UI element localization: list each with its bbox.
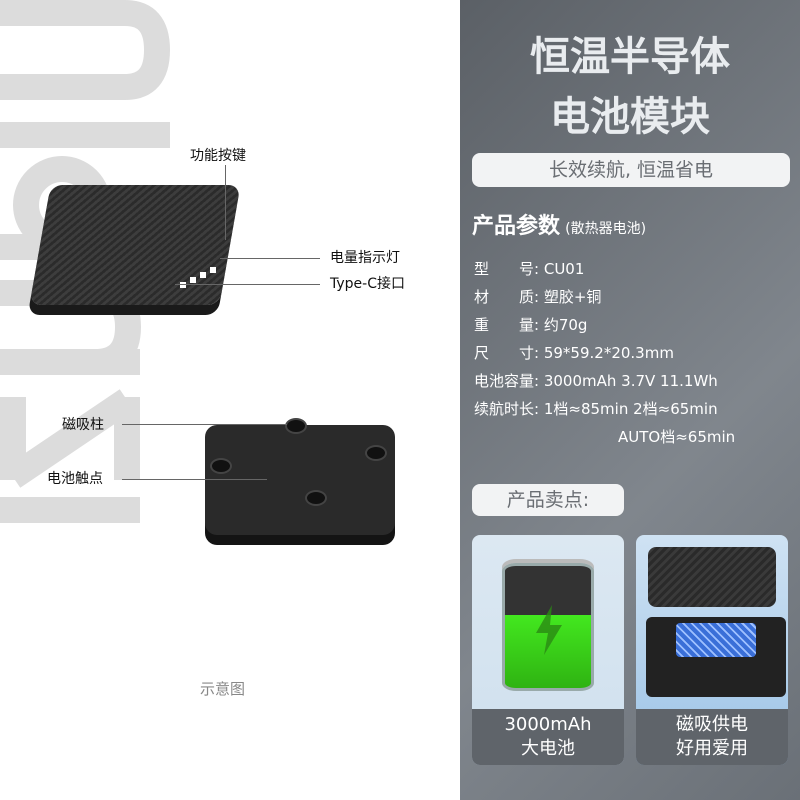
label-function-button: 功能按键 <box>190 148 246 164</box>
spec-value: 1档≈85min 2档≈65min <box>543 400 718 418</box>
caption-line1: 磁吸供电 <box>676 714 748 735</box>
card-caption: 磁吸供电好用爱用 <box>636 709 788 765</box>
label-magnetic-post: 磁吸柱 <box>62 417 104 433</box>
label-type-c-port: Type-C接口 <box>330 276 405 292</box>
tagline: 长效续航, 恒温省电 <box>472 153 790 187</box>
params-heading: 产品参数 (散热器电池) <box>472 208 646 240</box>
leader-line <box>122 479 267 480</box>
title-line1: 恒温半导体 <box>530 34 730 80</box>
spec-row: 重 量: 约70g <box>474 314 587 335</box>
magnetic-post <box>305 490 327 506</box>
spec-row: 尺 寸: 59*59.2*20.3mm <box>474 342 674 363</box>
leader-line <box>175 284 320 285</box>
title-line2: 电池模块 <box>550 94 710 140</box>
indicator-led <box>190 277 196 283</box>
label-battery-indicator: 电量指示灯 <box>330 250 400 266</box>
spec-extra: AUTO档≈65min <box>618 428 736 446</box>
params-subtitle: (散热器电池) <box>565 221 647 237</box>
label-battery-contacts: 电池触点 <box>47 471 103 487</box>
watermark-letter-z <box>0 389 140 488</box>
spec-row: 续航时长: 1档≈85min 2档≈65min <box>474 398 718 419</box>
selling-heading: 产品卖点: <box>472 484 624 516</box>
spec-value: 约70g <box>543 316 588 334</box>
card-caption: 3000mAh 大电池 <box>472 709 624 765</box>
indicator-led <box>210 267 216 273</box>
spec-label: 电池容量: <box>474 372 540 390</box>
spec-label: 尺 寸: <box>474 344 540 362</box>
leader-line <box>122 424 287 425</box>
watermark-letter-u <box>0 0 171 100</box>
leader-line <box>220 258 320 259</box>
selling-card-battery: 3000mAh 大电池 <box>472 535 624 765</box>
product-diagram-panel: 功能按键 电量指示灯 Type-C接口 磁吸柱 电池触点 示意图 <box>0 0 405 698</box>
spec-label: 续航时长: <box>474 400 540 418</box>
leader-line <box>225 165 226 240</box>
spec-row: 材 质: 塑胶+铜 <box>474 286 601 307</box>
magnetic-post <box>285 418 307 434</box>
caption-line2: 好用爱用 <box>676 738 748 759</box>
spec-value: 塑胶+铜 <box>543 288 602 306</box>
spec-label: 型 号: <box>474 260 540 278</box>
caption-line2: 大电池 <box>521 738 575 759</box>
spec-row: 型 号: CU01 <box>474 258 584 279</box>
params-title: 产品参数 <box>472 214 561 239</box>
lightning-icon <box>536 605 562 655</box>
diagram-note: 示意图 <box>200 680 246 698</box>
magnetic-post <box>365 445 387 461</box>
spec-row: 电池容量: 3000mAh 3.7V 11.1Wh <box>474 370 718 391</box>
spec-label: 重 量: <box>474 316 540 334</box>
specs-panel: 恒温半导体 电池模块 长效续航, 恒温省电 产品参数 (散热器电池) 型 号: … <box>460 0 800 800</box>
selling-card-magnetic: 磁吸供电好用爱用 <box>636 535 788 765</box>
spec-label: 材 质: <box>474 288 540 306</box>
battery-bottom-view <box>205 425 395 535</box>
cooler-fan-photo <box>646 617 786 697</box>
battery-top-view <box>29 185 241 305</box>
battery-module-photo <box>648 547 776 607</box>
spec-value: 59*59.2*20.3mm <box>543 344 674 362</box>
spec-value: 3000mAh 3.7V 11.1Wh <box>543 372 718 390</box>
caption-line1: 3000mAh <box>504 714 592 735</box>
indicator-led <box>180 282 186 288</box>
magnetic-post <box>210 458 232 474</box>
spec-value: CU01 <box>543 260 585 278</box>
indicator-led <box>200 272 206 278</box>
